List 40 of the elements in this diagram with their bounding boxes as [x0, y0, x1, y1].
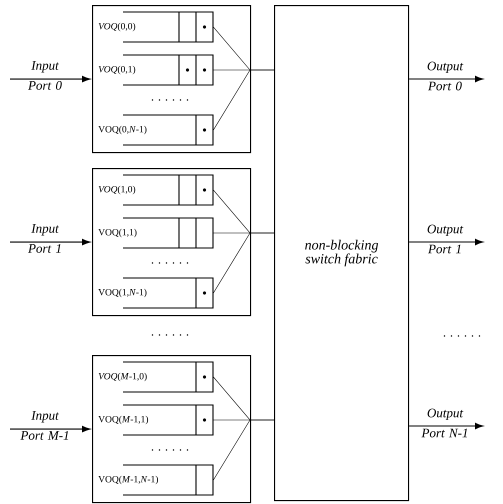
input-port-box: [92, 355, 252, 504]
queue: VOQ(M-1,1): [98, 404, 214, 436]
edge-label: Input Port 0: [28, 61, 62, 90]
arrow: [409, 422, 484, 430]
line: [213, 232, 274, 294]
queue: VOQ(0,N-1): [98, 114, 214, 146]
ellipsis: . . . . . .: [152, 262, 188, 264]
node-label: VOQ(1,0): [98, 186, 136, 194]
node-label: VOQ(1,N-1): [98, 288, 146, 298]
input-port-box: [92, 168, 252, 316]
switch-fabric-box: non-blocking switch fabric: [274, 5, 410, 502]
arrow: [10, 426, 90, 432]
arrow: [409, 76, 484, 82]
ellipsis: . . . . . .: [152, 449, 188, 451]
node-label: VOQ(M-1,1): [98, 416, 148, 424]
queue: VOQ(1,0): [98, 174, 214, 206]
queue: VOQ(1,1): [98, 217, 214, 249]
node-label: VOQ(0,N-1): [98, 126, 146, 134]
arrow: [10, 76, 90, 82]
ellipsis: . . . . . .: [152, 334, 188, 336]
edge-label: Input Port 1: [28, 224, 61, 253]
node-label: VOQ(0,0): [98, 22, 136, 32]
edge-label: Input Port M-1: [20, 411, 68, 440]
queue: VOQ(M-1,N-1): [98, 464, 214, 496]
edge-label: Output Port 0: [428, 62, 464, 90]
ellipsis: . . . . . .: [444, 335, 480, 337]
arrow: [409, 238, 484, 246]
queue: VOQ(1,N-1): [98, 277, 214, 309]
node-label: VOQ(0,1): [98, 66, 136, 74]
queue: VOQ(M-1,0): [98, 361, 214, 393]
queue: VOQ(0,1): [98, 54, 214, 86]
node-label: VOQ(M-1,0): [98, 372, 147, 382]
queue: VOQ(0,0): [98, 11, 214, 43]
line: [213, 70, 274, 130]
edge-label: Output Port N-1: [421, 408, 468, 438]
edge-label: Output Port 1: [428, 224, 464, 254]
line: [213, 420, 274, 480]
ellipsis: . . . . . .: [152, 99, 188, 101]
input-port-box: [92, 5, 252, 154]
arrow: [10, 238, 90, 246]
